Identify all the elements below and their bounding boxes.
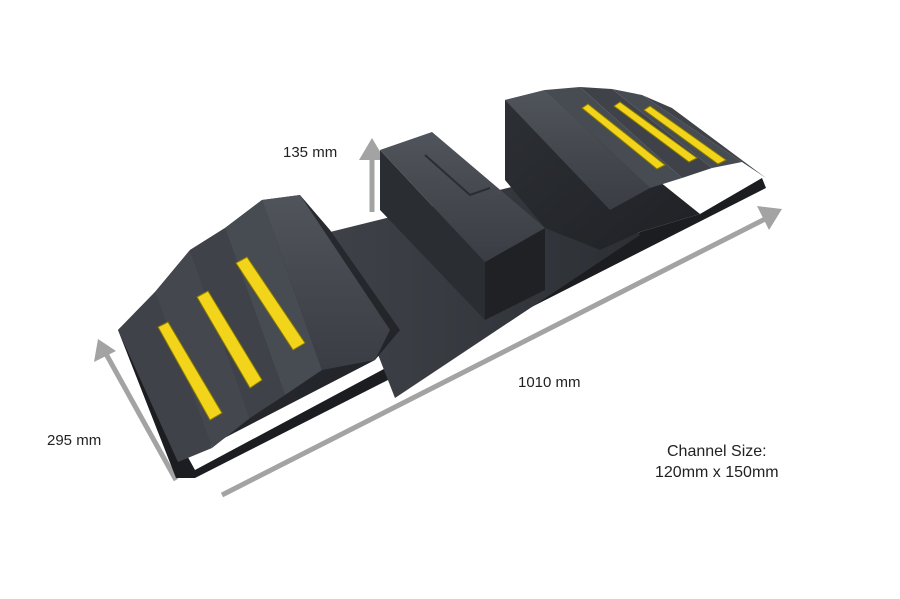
reflective-stripe-right-1 <box>581 103 666 170</box>
right-step-1 <box>505 90 650 210</box>
reflective-stripe-left-1 <box>157 321 223 421</box>
reflective-stripe-right-2 <box>613 101 698 163</box>
height-dimension-label: 135 mm <box>283 144 338 161</box>
reflective-stripe-right-3 <box>643 105 727 165</box>
right-step-2 <box>545 87 682 188</box>
left-step-2 <box>155 250 250 448</box>
length-arrow <box>220 206 782 498</box>
hose-ramp <box>118 87 766 478</box>
center-divider-front <box>380 150 485 320</box>
center-divider-side <box>485 228 545 320</box>
right-step-3 <box>580 87 712 178</box>
height-arrow <box>359 138 385 212</box>
center-divider-groove <box>424 154 491 197</box>
length-dimension-label: 1010 mm <box>518 374 581 391</box>
right-step-5 <box>642 95 766 178</box>
left-step-3 <box>190 228 285 418</box>
channel-size-title: Channel Size: <box>666 443 767 460</box>
left-step-top <box>262 195 390 370</box>
center-divider-top <box>380 132 545 262</box>
reflective-stripe-left-3 <box>235 256 306 351</box>
depth-dimension-label: 295 mm <box>47 432 102 449</box>
reflective-stripe-left-2 <box>196 290 263 389</box>
left-step-1 <box>118 292 212 462</box>
channel-size-value: 120mm x 150mm <box>655 464 779 481</box>
depth-arrow <box>94 339 179 482</box>
channel-size-block: Channel Size: 120mm x 150mm <box>655 441 779 483</box>
